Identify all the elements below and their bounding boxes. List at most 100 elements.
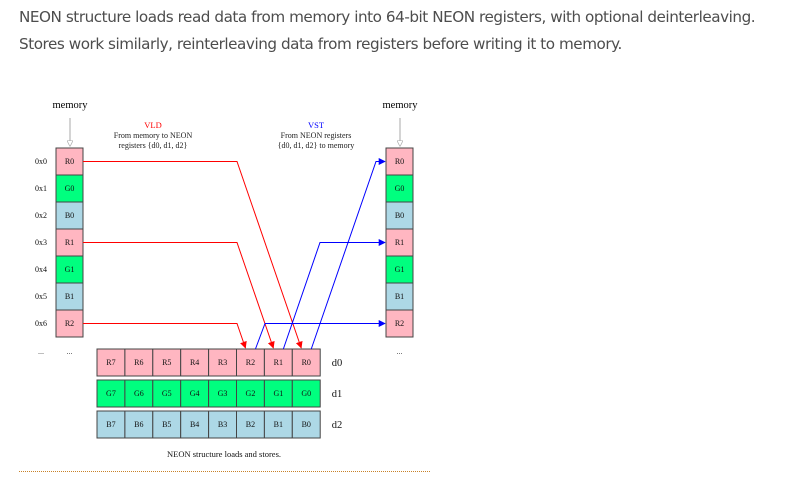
memory-cell-box	[55, 282, 84, 311]
register-lane-label: B1	[274, 420, 283, 429]
left-memory-cell: R0	[55, 147, 84, 176]
register-lane-label: G7	[106, 389, 116, 398]
memory-cell-box	[385, 282, 414, 311]
load-store-arrows	[83, 158, 386, 350]
register-lane-label: G5	[162, 389, 172, 398]
register-lane-label: B2	[246, 420, 255, 429]
memory-address: 0x2	[35, 211, 47, 220]
memory-cell-label: B0	[65, 211, 74, 220]
intro-line-2: Stores work similarly, reinterleaving da…	[19, 35, 622, 53]
vld-arrow-R1	[83, 242, 275, 349]
register-name: d1	[332, 389, 343, 400]
section-divider	[19, 471, 430, 472]
address-ellipsis: ...	[38, 347, 44, 356]
memory-cell-label: B1	[395, 292, 404, 301]
register-lane-box	[180, 410, 210, 439]
memory-cell-box	[385, 147, 414, 176]
memory-address: 0x4	[35, 265, 47, 274]
register-lane-label: R6	[134, 358, 143, 367]
vst-arrow-R0	[310, 158, 386, 350]
memory-cell-box	[385, 309, 414, 338]
register-lane-label: G1	[273, 389, 283, 398]
register-lane-box	[96, 348, 126, 377]
right-memory-cell: G0	[385, 174, 414, 203]
register-lane-label: R0	[302, 358, 311, 367]
register-lane-box	[96, 379, 126, 408]
memory-address: 0x1	[35, 184, 47, 193]
register-lane-label: G6	[134, 389, 144, 398]
right-memory-cell: R1	[385, 228, 414, 257]
memory-cell-box	[55, 147, 84, 176]
memory-cell-label: G1	[65, 265, 75, 274]
register-lane-box	[291, 410, 321, 439]
register-lane-box	[236, 348, 265, 377]
register-lane-box	[208, 348, 238, 377]
register-name: d2	[332, 420, 343, 431]
right-memory-cell: G1	[385, 255, 414, 284]
register-lane-box	[208, 379, 238, 408]
register-lane-box	[96, 410, 126, 439]
memory-address: 0x6	[35, 319, 47, 328]
register-lane-label: R4	[190, 358, 199, 367]
register-lane-box	[152, 410, 182, 439]
memory-cell-label: B1	[65, 292, 74, 301]
memory-address: 0x3	[35, 238, 47, 247]
memory-cell-label: R0	[395, 157, 404, 166]
left-memory-cell: R2	[55, 309, 84, 338]
right-memory-cell: R2	[385, 309, 414, 338]
register-lane-label: R7	[106, 358, 115, 367]
vld-arrow-R0	[83, 161, 303, 349]
memory-cell-label: R1	[395, 238, 404, 247]
register-lane-box	[263, 379, 293, 408]
memory-address: 0x5	[35, 292, 47, 301]
memory-cell-box	[385, 255, 414, 284]
right-memory-cell: R0	[385, 147, 414, 176]
memory-cell-box	[55, 255, 84, 284]
register-lane-box	[208, 410, 238, 439]
vst-arrow-R2	[254, 320, 386, 350]
vst-desc-line2: {d0, d1, d2} to memory	[278, 141, 355, 150]
memory-ellipsis: ...	[397, 347, 403, 356]
right-memory-cell: B1	[385, 282, 414, 311]
register-lane-label: R5	[162, 358, 171, 367]
left-memory-cell: G0	[55, 174, 84, 203]
intro-line-1: NEON structure loads read data from memo…	[19, 8, 756, 26]
register-lane-label: G4	[190, 389, 200, 398]
register-d1: G7 G6 G5 G4 G3 G2 G1 G0 d1	[96, 379, 343, 408]
vld-desc-line2: registers {d0, d1, d2}	[119, 141, 188, 150]
figure-caption: NEON structure loads and stores.	[167, 449, 281, 459]
register-lane-box	[236, 379, 265, 408]
register-lane-box	[291, 348, 321, 377]
register-lane-label: R3	[218, 358, 227, 367]
register-lane-label: R2	[246, 358, 255, 367]
memory-cell-label: G1	[395, 265, 405, 274]
register-lane-box	[152, 379, 182, 408]
left-memory-cell: G1	[55, 255, 84, 284]
register-lane-label: G3	[218, 389, 228, 398]
vst-title: VST	[308, 120, 325, 130]
register-lane-box	[152, 348, 182, 377]
vst-desc-line1: From NEON registers	[281, 131, 352, 140]
register-lane-label: B0	[302, 420, 311, 429]
memory-cell-box	[385, 174, 414, 203]
register-lane-label: B3	[218, 420, 227, 429]
memory-cell-label: R1	[65, 238, 74, 247]
register-lane-box	[291, 379, 321, 408]
left-memory-cell: R1	[55, 228, 84, 257]
register-lane-label: B7	[106, 420, 115, 429]
left-memory-cell: B1	[55, 282, 84, 311]
left-memory-label: memory	[53, 100, 89, 111]
register-lane-box	[236, 410, 265, 439]
register-lane-label: G2	[246, 389, 256, 398]
register-lane-box	[124, 348, 154, 377]
register-lane-box	[180, 348, 210, 377]
memory-address: 0x0	[35, 157, 47, 166]
vst-arrow-R1	[282, 239, 386, 350]
register-lane-label: G0	[301, 389, 311, 398]
vld-title: VLD	[144, 120, 161, 130]
memory-cell-box	[385, 201, 414, 230]
register-name: d0	[332, 358, 343, 369]
